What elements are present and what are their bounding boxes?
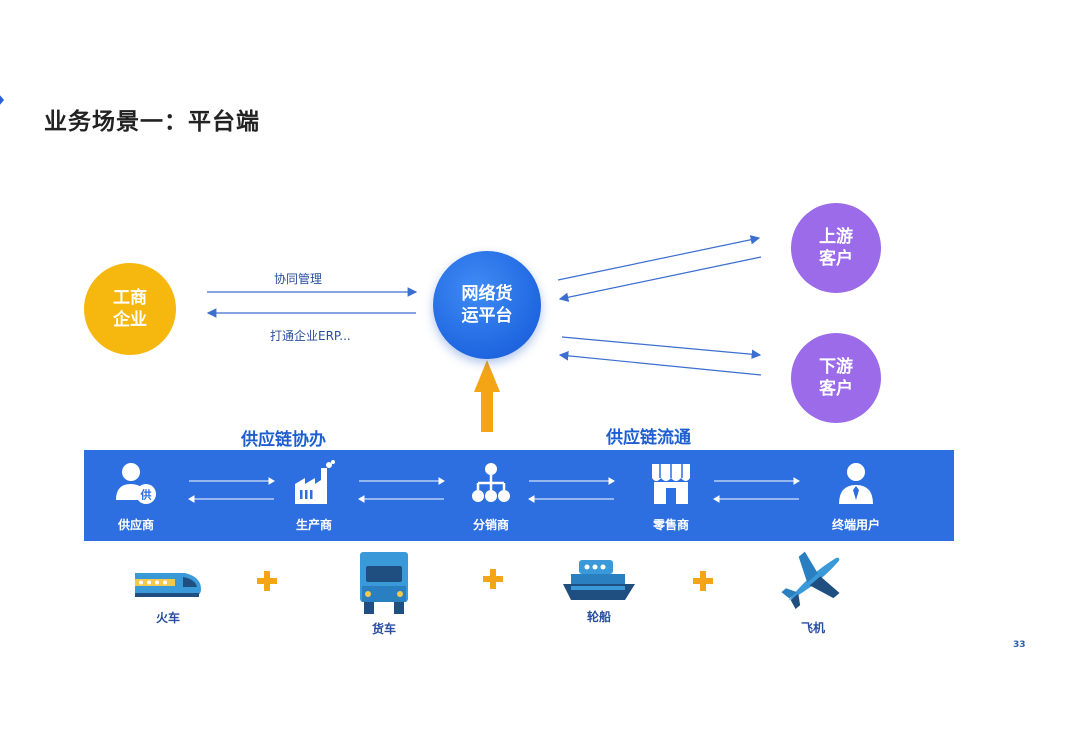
airplane-icon <box>781 551 840 609</box>
page-number: 33 <box>1013 640 1026 650</box>
svg-text:供: 供 <box>140 488 152 502</box>
page-title: 业务场景一：平台端 <box>44 109 260 135</box>
supplier-icon: 供 <box>116 463 156 504</box>
transport-ship: 轮船 <box>544 558 654 625</box>
supply-coop-label: 供应链协办 <box>241 430 326 450</box>
coop-manage-label: 协同管理 <box>274 272 323 286</box>
supply-flow-label: 供应链流通 <box>606 428 691 448</box>
upstream-customer-node: 上游客户 <box>791 203 881 293</box>
transport-truck: 货车 <box>329 552 439 637</box>
transport-train: 火车 <box>113 565 223 626</box>
storefront-icon <box>652 464 690 504</box>
chain-node-distributor: 分销商 <box>441 450 541 541</box>
plus-icon <box>483 569 503 589</box>
train-icon <box>135 573 201 597</box>
chain-arrows <box>188 477 800 503</box>
erp-connect-label: 打通企业ERP... <box>270 329 351 343</box>
business-enterprise-node: 工商企业 <box>84 263 176 355</box>
truck-icon <box>360 552 408 614</box>
plus-icon <box>257 571 277 591</box>
end-user-icon <box>839 463 873 504</box>
chain-node-end-user: 终端用户 <box>806 450 906 541</box>
chain-node-retailer: 零售商 <box>621 450 721 541</box>
chain-node-supplier: 供 供应商 <box>86 450 186 541</box>
factory-icon <box>295 460 335 504</box>
supply-chain-band: 供 供应商 生产商 分销商 <box>84 450 954 541</box>
plus-icon <box>693 571 713 591</box>
chain-node-manufacturer: 生产商 <box>264 450 364 541</box>
ship-icon <box>563 560 635 600</box>
downstream-customer-node: 下游客户 <box>791 333 881 423</box>
freight-platform-node: 网络货运平台 <box>433 251 541 359</box>
title-marker-icon <box>0 95 4 105</box>
distribution-network-icon <box>472 463 510 502</box>
transport-airplane: 飞机 <box>758 545 868 636</box>
